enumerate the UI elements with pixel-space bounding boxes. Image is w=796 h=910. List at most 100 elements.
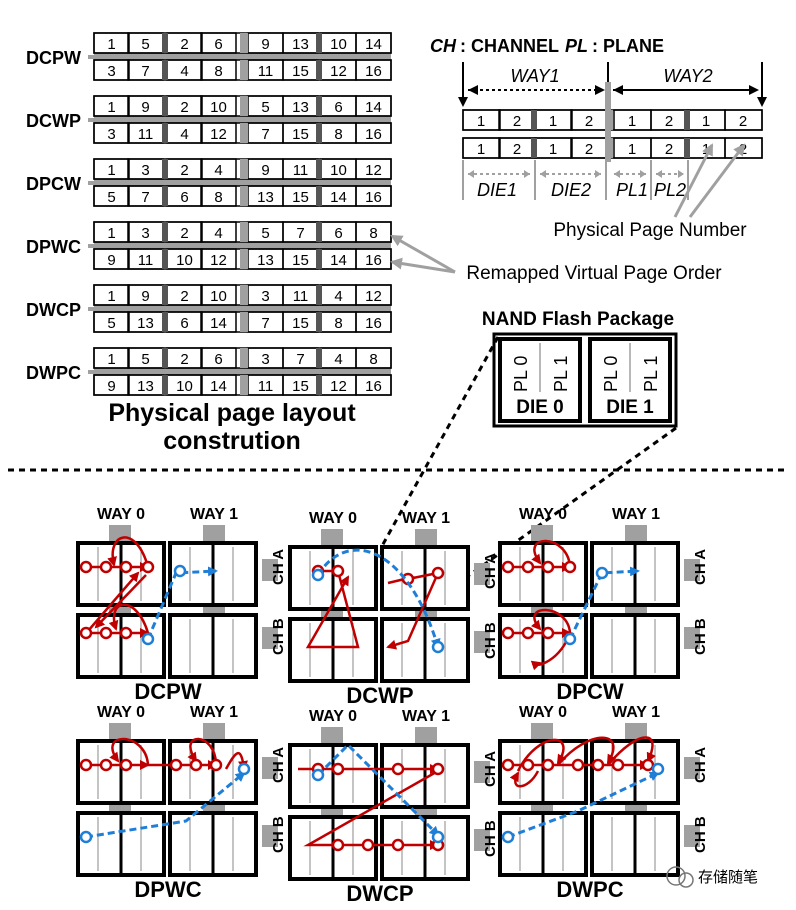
- diagram-title: DPCW: [556, 679, 623, 704]
- page-cell: 7: [296, 225, 304, 242]
- ch-b-label: CH B: [482, 622, 499, 659]
- page-cell: 10: [210, 288, 227, 305]
- page-cell: 6: [214, 36, 222, 53]
- legend-page-cell: 1: [702, 113, 710, 130]
- page-cell: 9: [261, 162, 269, 179]
- ch-b-label: CH B: [692, 816, 709, 853]
- red-page-marker: [99, 758, 113, 772]
- page-cell: 14: [330, 189, 347, 206]
- blue-trace: [316, 742, 440, 837]
- nand-die1-pl1: PL 1: [641, 356, 661, 392]
- red-trace: [531, 539, 572, 568]
- red-page-marker: [591, 758, 605, 772]
- red-page-marker: [189, 758, 203, 772]
- page-cell: 5: [141, 351, 149, 368]
- page-cell: 15: [292, 252, 309, 269]
- page-cell: 4: [180, 126, 188, 143]
- blue-page-marker: [141, 632, 155, 646]
- page-cell: 6: [214, 351, 222, 368]
- page-cell: 5: [107, 189, 115, 206]
- ch-a-label: CH A: [270, 549, 287, 585]
- layout-name: DPWC: [26, 237, 81, 257]
- red-trace: [107, 536, 150, 568]
- red-page-marker: [541, 560, 555, 574]
- red-page-marker: [571, 758, 585, 772]
- page-cell: 8: [334, 126, 342, 143]
- page-cell: 3: [141, 225, 149, 242]
- page-cell: 13: [257, 189, 274, 206]
- page-cell: 7: [141, 189, 149, 206]
- diagram-title: DWPC: [556, 877, 623, 902]
- page-cell: 1: [107, 288, 115, 305]
- page-cell: 14: [210, 378, 227, 395]
- red-page-marker: [331, 762, 345, 776]
- red-trace: [109, 737, 150, 766]
- legend-page-cell: 2: [513, 141, 521, 158]
- page-cell: 6: [180, 315, 188, 332]
- page-cell: 15: [292, 126, 309, 143]
- layout-name: DPCW: [26, 174, 81, 194]
- page-cell: 13: [292, 36, 309, 53]
- layout-caption-line2: constrution: [163, 427, 301, 455]
- page-cell: 7: [141, 63, 149, 80]
- page-cell: 4: [214, 225, 222, 242]
- page-cell: 8: [369, 225, 377, 242]
- page-cell: 5: [261, 225, 269, 242]
- remapped-order-label: Remapped Virtual Page Order: [466, 263, 722, 284]
- blue-page-marker: [563, 632, 577, 646]
- legend-pl-full: : PLANE: [592, 36, 664, 56]
- blue-trace: [507, 771, 660, 839]
- red-page-marker: [521, 560, 535, 574]
- page-cell: 6: [334, 99, 342, 116]
- way0-label: WAY 0: [309, 708, 357, 725]
- legend-pl-abbr: PL: [565, 36, 588, 56]
- ch-a-label: CH A: [692, 747, 709, 783]
- page-cell: 10: [176, 252, 193, 269]
- layout-name: DCWP: [26, 111, 81, 131]
- blue-page-marker: [79, 830, 93, 844]
- ch-b-label: CH B: [482, 820, 499, 857]
- way1-label: WAY 1: [612, 506, 660, 523]
- blue-page-marker: [651, 762, 665, 776]
- way0-label: WAY 0: [97, 506, 145, 523]
- red-page-marker: [431, 762, 445, 776]
- red-trace: [303, 769, 440, 850]
- page-cell: 16: [365, 189, 382, 206]
- page-cell: 5: [107, 315, 115, 332]
- red-trace: [607, 736, 656, 766]
- page-cell: 12: [365, 162, 382, 179]
- way1-label: WAY 1: [190, 506, 238, 523]
- channel-bar: [94, 115, 391, 125]
- page-cell: 2: [180, 162, 188, 179]
- page-cell: 9: [141, 288, 149, 305]
- page-cell: 1: [107, 36, 115, 53]
- red-page-marker: [331, 838, 345, 852]
- page-cell: 12: [330, 63, 347, 80]
- red-page-marker: [141, 560, 155, 574]
- pl2-label: PL2: [654, 180, 686, 200]
- page-cell: 11: [293, 162, 309, 179]
- die2-label: DIE2: [551, 180, 591, 200]
- page-cell: 4: [180, 63, 188, 80]
- red-page-marker: [391, 838, 405, 852]
- page-cell: 2: [180, 36, 188, 53]
- way1-label: WAY 1: [402, 708, 450, 725]
- red-page-marker: [541, 758, 555, 772]
- red-page-marker: [79, 626, 93, 640]
- page-cell: 13: [137, 378, 154, 395]
- way1-label: WAY 1: [402, 510, 450, 527]
- page-cell: 8: [334, 315, 342, 332]
- legend-page-cell: 2: [665, 113, 673, 130]
- red-page-marker: [119, 560, 133, 574]
- legend-page-cell: 1: [628, 141, 636, 158]
- diagram-title: DPWC: [134, 877, 201, 902]
- way0-label: WAY 0: [519, 704, 567, 721]
- page-cell: 13: [257, 252, 274, 269]
